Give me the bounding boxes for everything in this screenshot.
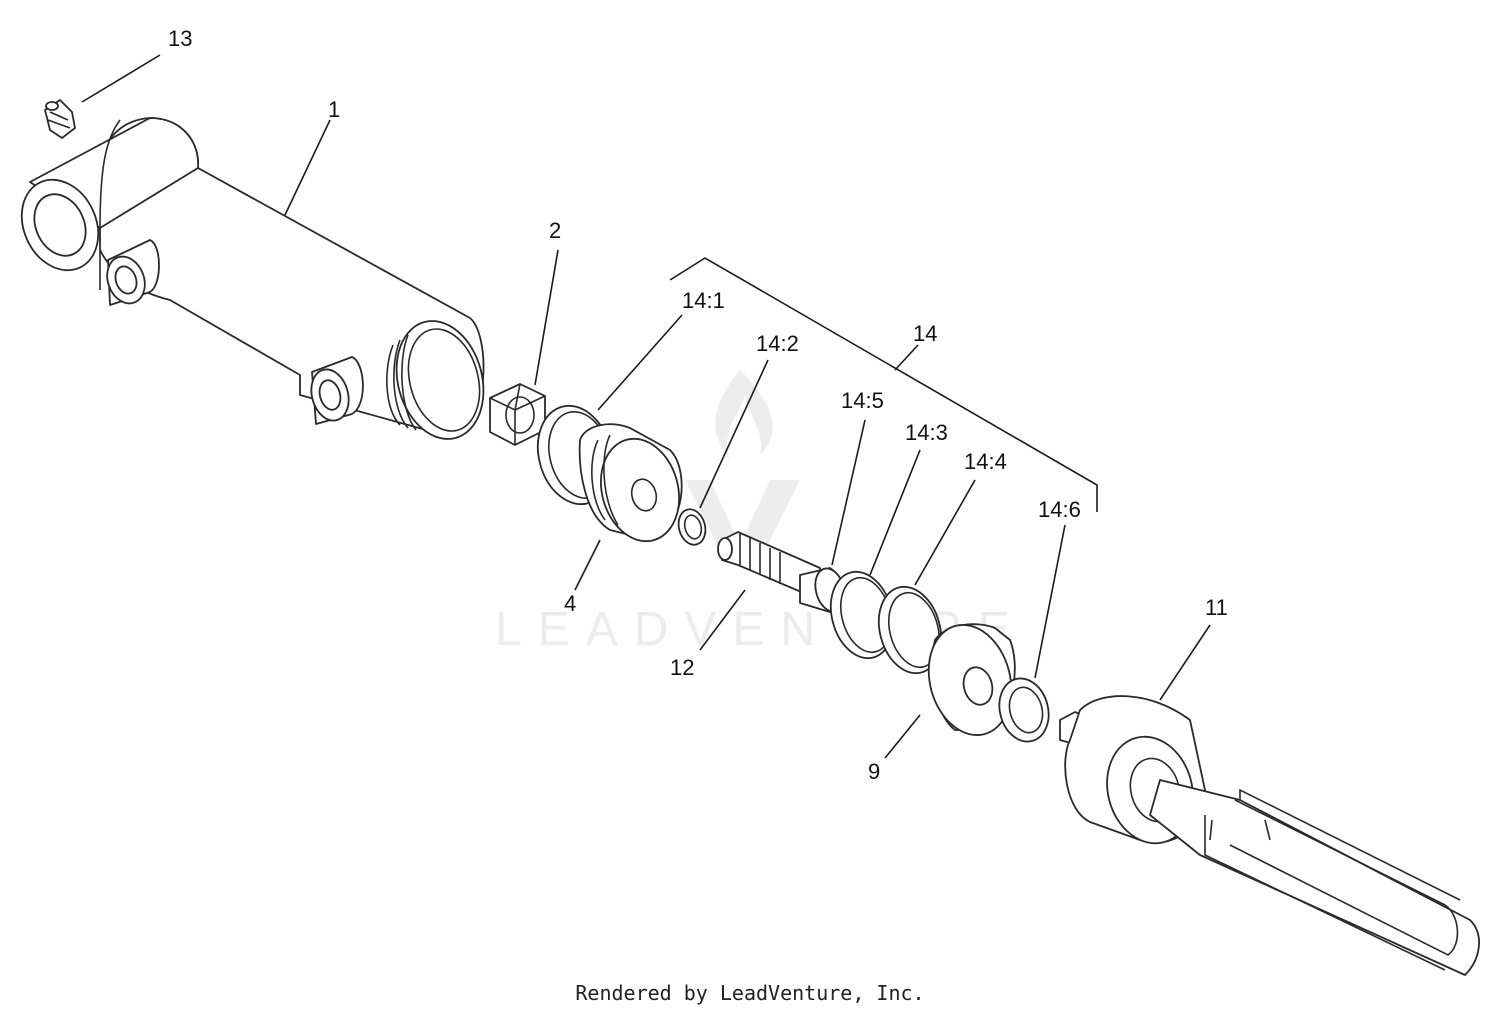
part-14-2-oring bbox=[677, 508, 707, 546]
callout-11: 11 bbox=[1205, 595, 1228, 620]
part-14-4-seal bbox=[877, 585, 943, 675]
callout-14-2: 14:2 bbox=[756, 331, 799, 356]
callout-14-1: 14:1 bbox=[682, 288, 725, 313]
footer-credit: Rendered by LeadVenture, Inc. bbox=[575, 981, 924, 1005]
callout-1: 1 bbox=[328, 97, 340, 122]
callout-14-3: 14:3 bbox=[905, 420, 948, 445]
callout-labels: 13 1 2 14:1 14 14:2 14:5 14:3 14:4 14:6 … bbox=[168, 26, 1228, 784]
callout-14-5: 14:5 bbox=[841, 388, 884, 413]
callout-2: 2 bbox=[549, 218, 561, 243]
part-1-cylinder-body bbox=[20, 117, 485, 440]
part-2-nut bbox=[489, 383, 546, 446]
callout-14-4: 14:4 bbox=[964, 449, 1007, 474]
callout-12: 12 bbox=[670, 655, 694, 680]
leadventure-flame-logo-icon bbox=[685, 370, 800, 560]
callout-9: 9 bbox=[868, 759, 880, 784]
part-11-rod-end bbox=[1059, 695, 1480, 976]
callout-4: 4 bbox=[564, 591, 576, 616]
callout-14-6: 14:6 bbox=[1038, 497, 1081, 522]
leader-lines bbox=[81, 54, 1211, 759]
part-14-6-wiper bbox=[998, 677, 1050, 743]
part-4-piston bbox=[578, 423, 683, 543]
group-14-bracket bbox=[669, 257, 1098, 512]
callout-14: 14 bbox=[913, 321, 937, 346]
part-13-grease-fitting bbox=[44, 99, 76, 139]
callout-13: 13 bbox=[168, 26, 192, 51]
